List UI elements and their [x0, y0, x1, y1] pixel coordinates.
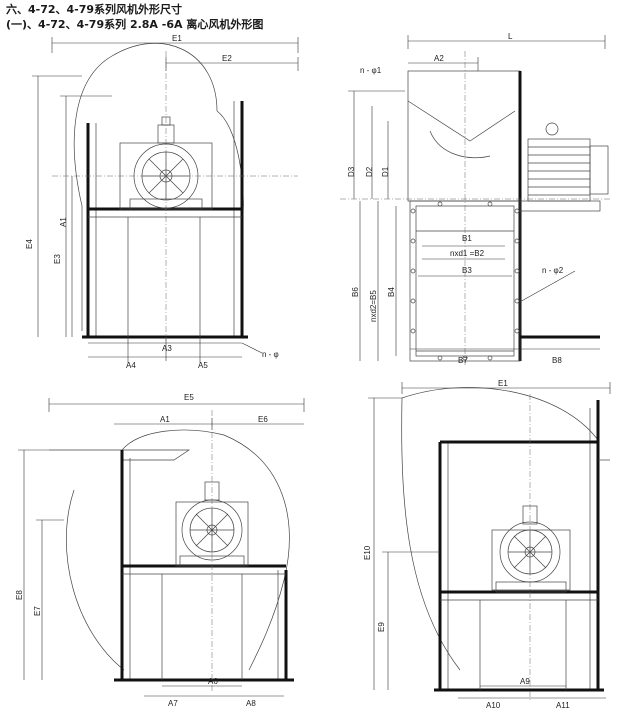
label-d3: D3	[347, 166, 356, 177]
label-e2: E2	[222, 54, 232, 63]
label-d1: D1	[381, 166, 390, 177]
label-nxd2-b5: nxd2=B5	[369, 290, 378, 322]
label-a11: A11	[556, 701, 570, 710]
front-dimension-lines	[348, 35, 606, 361]
drawing-subtitle: (一)、4-72、4-79系列 2.8A -6A 离心风机外形图	[6, 18, 264, 31]
label-e10: E10	[363, 545, 372, 560]
label-b3: B3	[462, 266, 472, 275]
bottom-right-drawing: E1 E10 E9 A9 A10 A11	[363, 380, 611, 710]
dimension-lines	[368, 382, 611, 699]
label-e6: E6	[258, 415, 268, 424]
label-a6: A6	[208, 677, 218, 686]
label-n-phi1: n - φ1	[360, 66, 382, 75]
label-n-phi: n - φ	[262, 350, 279, 359]
label-b4: B4	[387, 287, 396, 297]
label-a9: A9	[520, 677, 530, 686]
scroll-casing-outer	[216, 110, 244, 232]
label-b8: B8	[552, 356, 562, 365]
label-a5: A5	[198, 361, 208, 370]
label-e4: E4	[25, 239, 34, 249]
label-a7: A7	[168, 699, 178, 708]
label-e1: E1	[172, 34, 182, 43]
panel-side-elevation: E1 E2 E4 E3 A1 A3 A4 A5 n - φ	[2, 31, 303, 371]
motor-assembly	[491, 505, 571, 593]
outlet-duct	[407, 70, 521, 202]
label-a2: A2	[434, 54, 444, 63]
front-elevation-drawing: L A2 n - φ1 D3 D2 D1 B1 nxd1 =B2 B3 B6 n…	[340, 32, 610, 366]
panel-bottom-right: E1 E10 E9 A9 A10 A11	[330, 380, 620, 710]
section-title: 六、4-72、4-79系列风机外形尺寸	[6, 3, 183, 16]
scroll-casing	[401, 387, 599, 441]
label-a4: A4	[126, 361, 136, 370]
dimension-lines	[32, 37, 299, 363]
label-a1: A1	[160, 415, 170, 424]
label-nxd1-b2: nxd1 =B2	[450, 249, 485, 258]
scroll-casing	[121, 429, 290, 671]
scroll-casing	[73, 42, 218, 331]
label-e8: E8	[15, 590, 24, 600]
motor-side	[519, 122, 609, 339]
label-e7: E7	[33, 606, 42, 616]
label-a8: A8	[246, 699, 256, 708]
label-a1: A1	[59, 217, 68, 227]
label-d2: D2	[365, 166, 374, 177]
bottom-left-drawing: E5 A1 E6 E8 E7 A6 A7 A8	[15, 393, 305, 708]
side-elevation-drawing: E1 E2 E4 E3 A1 A3 A4 A5 n - φ	[25, 34, 299, 370]
label-b1: B1	[462, 234, 472, 243]
label-b6: B6	[351, 287, 360, 297]
label-e9: E9	[377, 622, 386, 632]
panel-bottom-left: E5 A1 E6 E8 E7 A6 A7 A8	[14, 380, 318, 710]
label-e3: E3	[53, 254, 62, 264]
label-a3: A3	[162, 344, 172, 353]
panel-front-elevation: L A2 n - φ1 D3 D2 D1 B1 nxd1 =B2 B3 B6 n…	[330, 31, 620, 371]
label-n-phi2: n - φ2	[542, 266, 564, 275]
label-e5: E5	[184, 393, 194, 402]
label-l: L	[508, 32, 513, 41]
dimension-lines	[18, 398, 305, 697]
label-b7: B7	[458, 356, 468, 365]
label-e1: E1	[498, 380, 508, 388]
label-a10: A10	[486, 701, 501, 710]
bolt-holes	[410, 201, 520, 361]
